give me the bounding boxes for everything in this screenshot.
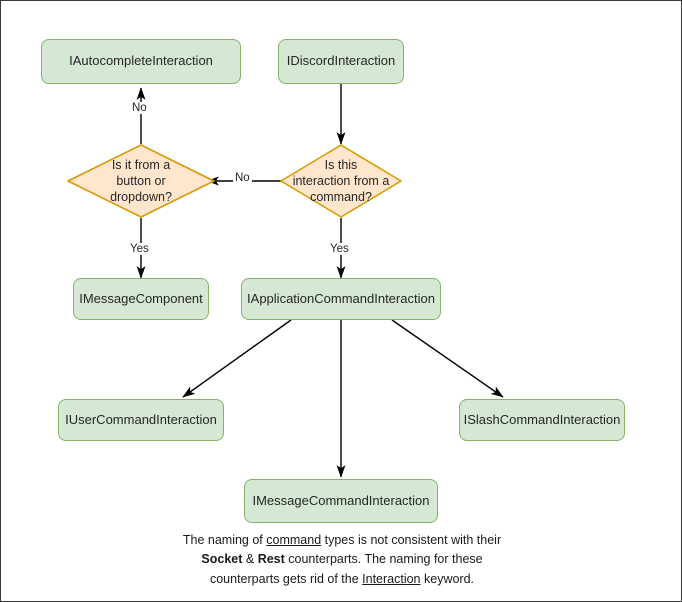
caption-bold-socket: Socket	[201, 552, 243, 567]
node-label-line: command?	[310, 190, 372, 205]
node-message-component[interactable]: IMessageComponent	[73, 278, 209, 320]
edge-label-yes-right: Yes	[328, 243, 351, 255]
caption-underline-interaction: Interaction	[362, 571, 421, 586]
node-label: IUserCommandInteraction	[65, 411, 217, 427]
edge-label-no-up: No	[130, 102, 149, 114]
node-label: ISlashCommandInteraction	[463, 411, 621, 427]
node-slash-command-interaction[interactable]: ISlashCommandInteraction	[459, 399, 625, 441]
caption-bold-rest: Rest	[257, 552, 285, 567]
node-label-group: Is it from a button or dropdown?	[104, 157, 178, 206]
node-label-line: Is it from a	[111, 157, 171, 172]
caption-seg: &	[242, 552, 258, 567]
caption-seg: counterparts. The naming for these	[284, 552, 483, 567]
node-label: IApplicationCommandInteraction	[247, 290, 435, 306]
caption-seg: types is not consistent with their	[321, 533, 502, 547]
node-message-command-interaction[interactable]: IMessageCommandInteraction	[244, 479, 438, 523]
node-application-command-interaction[interactable]: IApplicationCommandInteraction	[241, 278, 441, 320]
caption-text: The naming of command types is not consi…	[91, 531, 593, 589]
node-label-line: interaction from a	[292, 173, 390, 188]
node-label-group: Is this interaction from a command?	[287, 157, 396, 206]
node-user-command-interaction[interactable]: IUserCommandInteraction	[58, 399, 224, 441]
caption-seg: keyword.	[420, 571, 475, 586]
node-discord-interaction[interactable]: IDiscordInteraction	[278, 39, 404, 84]
node-decision-button-or-dropdown[interactable]: Is it from a button or dropdown?	[67, 144, 215, 218]
edge-label-yes-left: Yes	[128, 243, 151, 255]
edge-appcommand-to-usercommand	[182, 319, 292, 398]
node-autocomplete-interaction[interactable]: IAutocompleteInteraction	[41, 39, 241, 84]
node-label-line: Is this	[324, 157, 358, 172]
caption-line-2: Socket & Rest counterparts. The naming f…	[91, 550, 593, 569]
node-label: IDiscordInteraction	[286, 53, 396, 69]
diamond-shape	[67, 144, 215, 218]
caption-seg: counterparts gets rid of the	[209, 571, 363, 586]
node-label: IMessageCommandInteraction	[252, 492, 430, 508]
node-label: IMessageComponent	[79, 290, 203, 306]
node-decision-interaction-from-command[interactable]: Is this interaction from a command?	[280, 144, 402, 218]
node-label-line: button or	[116, 173, 166, 188]
node-label: IAutocompleteInteraction	[69, 53, 213, 69]
edge-appcommand-to-slashcommand	[391, 319, 504, 398]
caption-seg: The naming of	[182, 533, 267, 547]
caption-line-1: The naming of command types is not consi…	[91, 531, 593, 550]
caption-line-3: counterparts gets rid of the Interaction…	[91, 570, 593, 589]
edge-label-no-left: No	[233, 172, 252, 184]
node-label-line: dropdown?	[110, 190, 172, 205]
diamond-shape	[280, 144, 402, 218]
caption-underline-command: command	[266, 533, 322, 547]
